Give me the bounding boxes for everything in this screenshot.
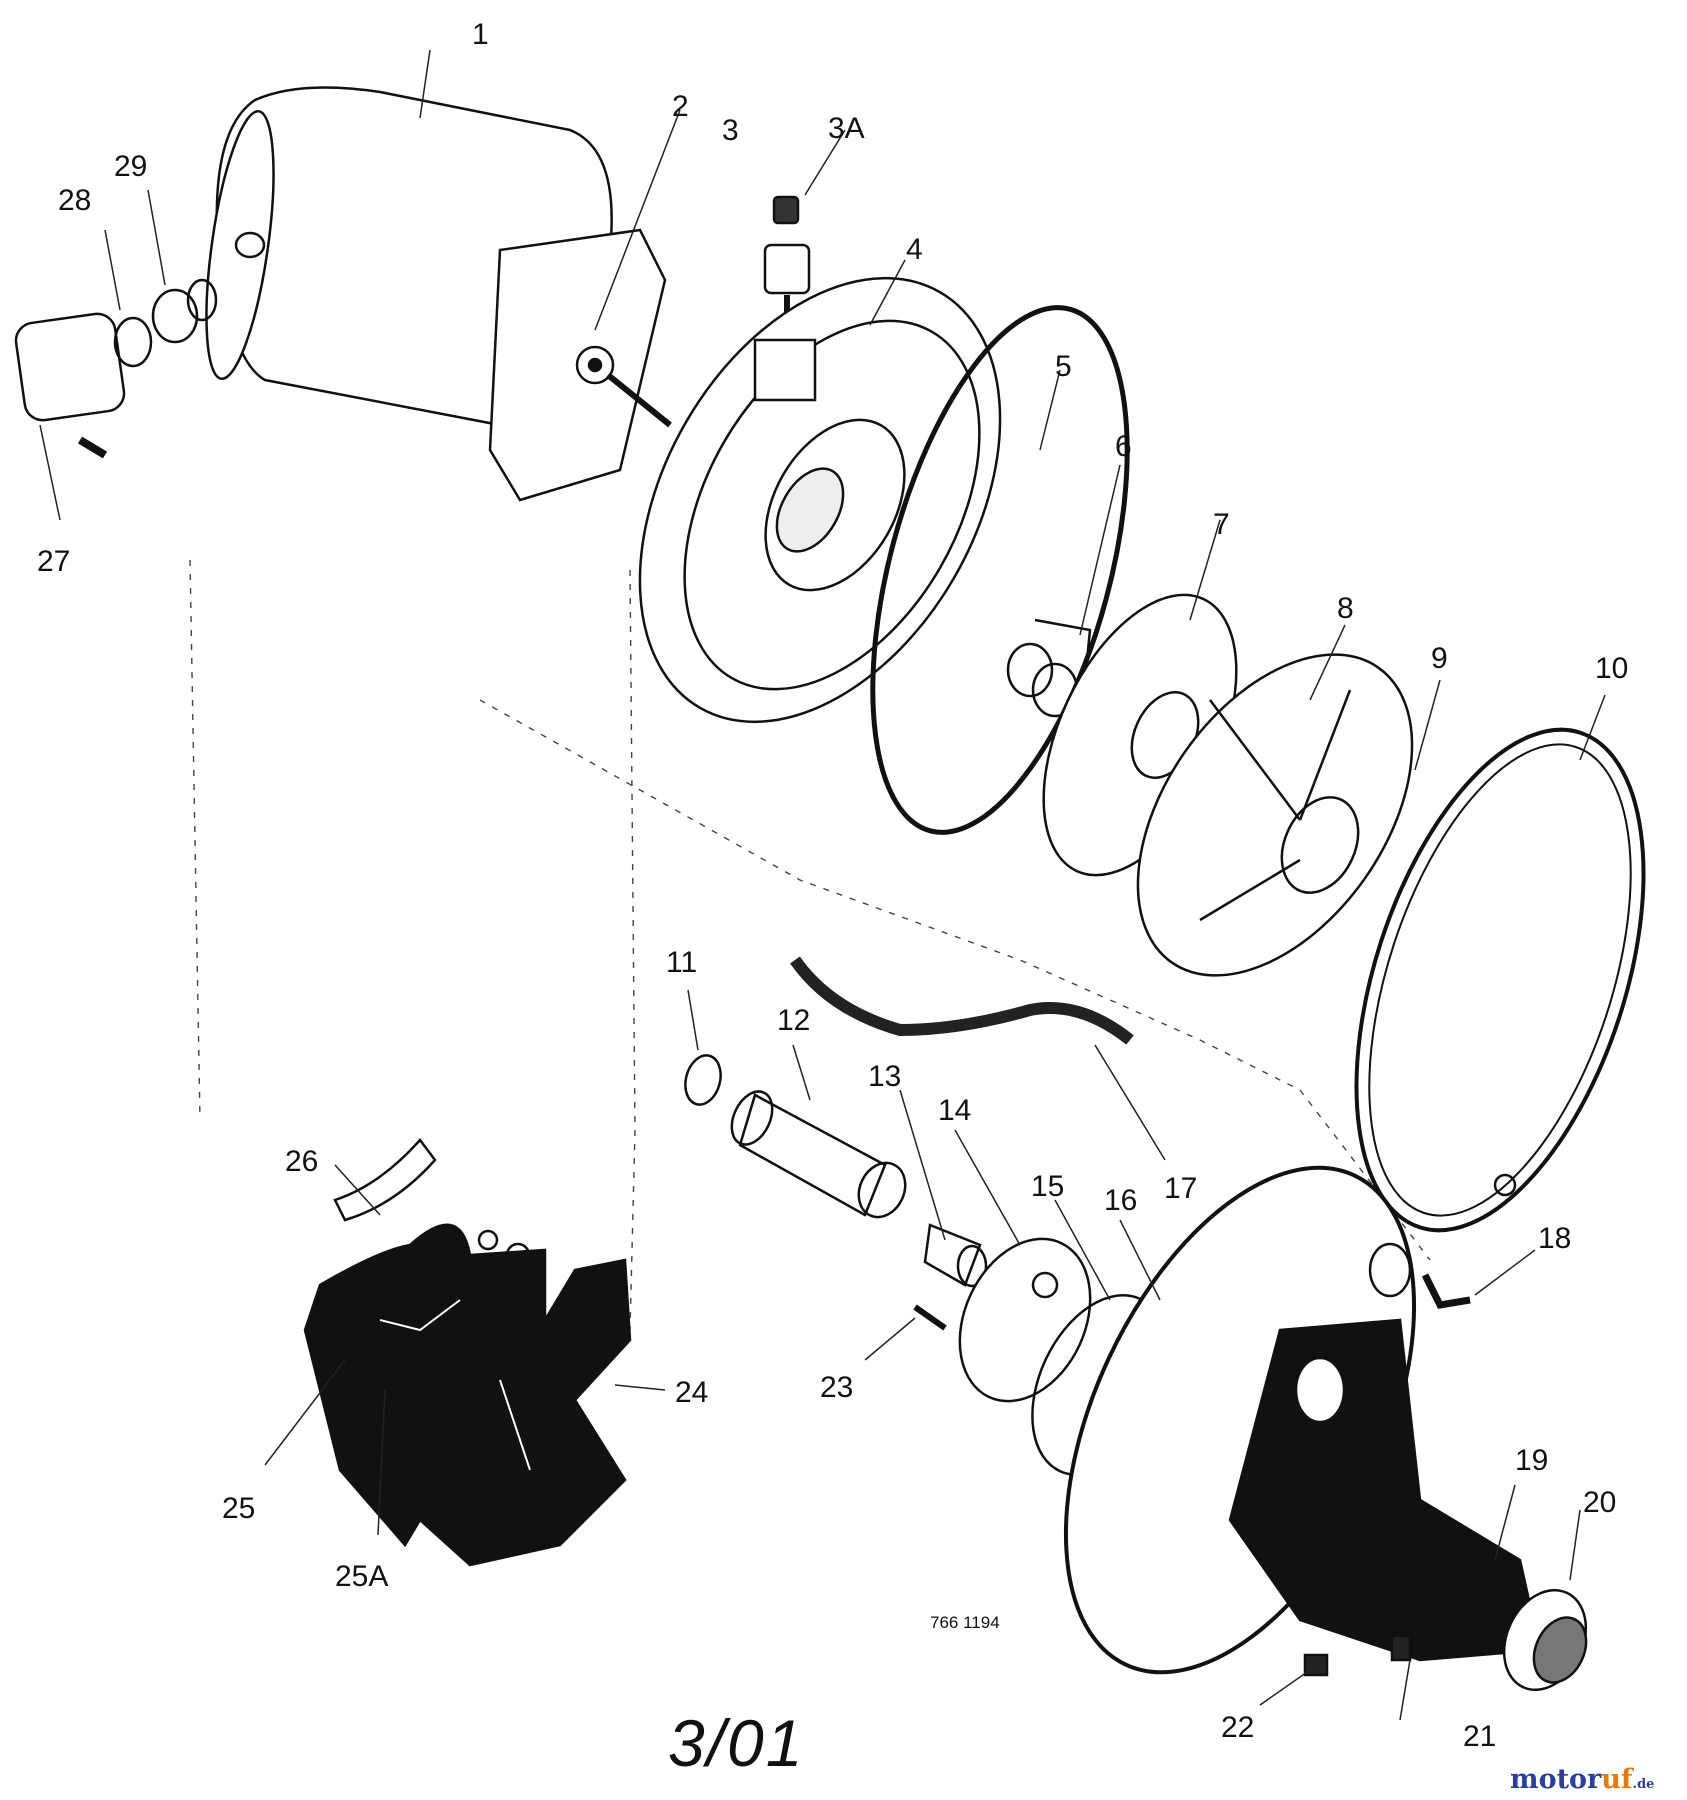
watermark-main: motor — [1510, 1764, 1602, 1795]
part-label-25a: 25A — [335, 1560, 389, 1593]
fitting-part — [151, 278, 218, 344]
part-label-4: 4 — [906, 233, 923, 266]
watermark-accent: uf — [1601, 1764, 1633, 1795]
part-label-25: 25 — [222, 1492, 256, 1525]
part-label-18: 18 — [1538, 1222, 1572, 1255]
part-label-9: 9 — [1431, 642, 1448, 675]
union-part — [1502, 1588, 1588, 1692]
part-label-6: 6 — [1115, 430, 1132, 463]
diffuser-part — [1136, 653, 1414, 977]
nut-washer-part — [477, 1229, 531, 1268]
nozzle-part — [923, 1223, 988, 1288]
pad-part — [333, 1138, 437, 1222]
base-part — [303, 1223, 632, 1567]
part-label-16: 16 — [1104, 1184, 1138, 1217]
venturi-tube-part — [730, 1090, 907, 1219]
part-label-28: 28 — [58, 184, 92, 217]
part-label-23: 23 — [820, 1371, 854, 1404]
drain-cock-part — [1303, 1653, 1329, 1677]
part-label-12: 12 — [777, 1004, 811, 1037]
plug-part — [1390, 1634, 1412, 1662]
watermark-logo: motoruf.de — [1510, 1764, 1654, 1795]
part-label-3a: 3A — [828, 112, 865, 145]
screw-part — [913, 1304, 947, 1331]
small-o-ring-part — [684, 1054, 722, 1106]
seal-housing-part — [638, 276, 1002, 724]
clamp-band-part — [1354, 727, 1646, 1233]
hose-part — [790, 956, 1134, 1045]
part-label-13: 13 — [868, 1060, 902, 1093]
pump-body-part — [1063, 1165, 1542, 1675]
part-label-17: 17 — [1164, 1172, 1198, 1205]
part-label-29: 29 — [114, 150, 148, 183]
part-label-26: 26 — [285, 1145, 319, 1178]
part-label-7: 7 — [1213, 508, 1230, 541]
elbow-fitting-part — [1421, 1273, 1471, 1309]
part-label-27: 27 — [37, 545, 71, 578]
o-ring-part — [113, 316, 153, 368]
date-mark: 3/01 — [668, 1706, 805, 1780]
large-o-ring-part — [870, 305, 1130, 835]
part-label-22: 22 — [1221, 1711, 1255, 1744]
part-label-20: 20 — [1583, 1486, 1617, 1519]
union-o-ring-part — [1446, 1563, 1514, 1647]
part-label-14: 14 — [938, 1094, 972, 1127]
part-label-15: 15 — [1031, 1170, 1065, 1203]
cap-part — [14, 312, 126, 459]
part-label-8: 8 — [1337, 592, 1354, 625]
part-label-11: 11 — [666, 946, 698, 979]
leader-lines — [39, 49, 1606, 1721]
watermark-suffix: .de — [1632, 1777, 1655, 1792]
motor-part — [205, 86, 672, 502]
part-label-19: 19 — [1515, 1444, 1549, 1477]
drawing-code: 766 1194 — [930, 1613, 1000, 1632]
part-label-2: 2 — [672, 90, 689, 123]
part-label-21: 21 — [1463, 1720, 1497, 1753]
part-label-10: 10 — [1595, 652, 1629, 685]
part-label-24: 24 — [675, 1376, 709, 1409]
part-label-1: 1 — [472, 18, 489, 51]
part-label-5: 5 — [1055, 350, 1072, 383]
adapter-plate-part — [958, 1237, 1092, 1403]
part-label-3: 3 — [722, 114, 739, 147]
assembly-axis-lines — [189, 559, 1431, 1331]
